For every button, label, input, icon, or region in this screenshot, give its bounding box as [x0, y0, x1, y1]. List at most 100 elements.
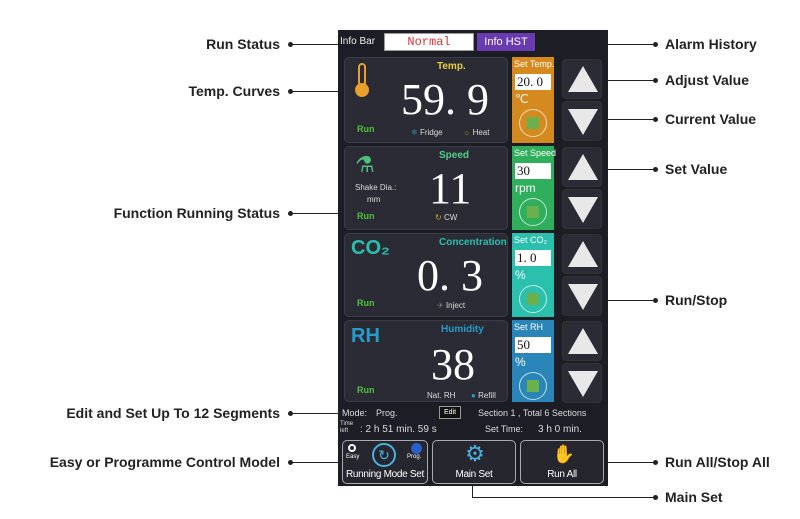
main-set-button[interactable]: ⚙ Main Set [432, 440, 516, 484]
speed-run-stop-button[interactable] [519, 198, 547, 226]
heat-indicator: ☼ Heat [463, 128, 490, 137]
set-time-label: Set Time: [485, 424, 524, 434]
annotation-main-set: Main Set [665, 489, 723, 505]
annotation-alarm-history: Alarm History [665, 36, 757, 52]
set-temp-label: Set Temp. [514, 59, 555, 69]
section-info: Section 1 , Total 6 Sections [478, 408, 587, 418]
set-speed-label: Set Speed [514, 148, 557, 158]
annotation-run-status: Run Status [206, 36, 280, 52]
temp-current-value: 59. 9 [401, 75, 489, 124]
rh-run-status: Run [357, 385, 375, 395]
shake-dia-unit: mm [367, 195, 381, 204]
speed-setter: Set Speed 30 rpm [512, 146, 557, 230]
rh-icon: RH [351, 325, 380, 347]
speed-current-value: 11 [429, 164, 472, 213]
leader-line [575, 80, 655, 81]
set-rh-input[interactable]: 50 [515, 337, 551, 353]
run-all-button[interactable]: ✋ Run All [520, 440, 604, 484]
temp-run-status: Run [357, 124, 375, 134]
leader-line [600, 462, 655, 463]
temp-up-button[interactable] [562, 59, 602, 99]
prog-radio-icon[interactable] [411, 443, 422, 454]
annotation-adjust-value: Adjust Value [665, 72, 750, 88]
speed-card[interactable]: ⚗ Shake Dia.: mm Speed 11 Run ↻ CW [344, 146, 508, 230]
rh-card[interactable]: RH Humidity 38 Run Nat. RH ● Refill [344, 320, 508, 402]
info-bar-label: Info Bar [340, 36, 376, 47]
speed-unit: rpm [515, 181, 536, 195]
set-temp-input[interactable]: 20. 0 [515, 74, 551, 90]
time-left-value: : 2 h 51 min. 59 s [360, 424, 437, 435]
leader-line [290, 213, 365, 214]
annotation-run-stop: Run/Stop [665, 292, 728, 308]
leader-line [472, 497, 655, 498]
prog-label: Prog. [407, 454, 422, 460]
co2-run-stop-button[interactable] [519, 285, 547, 313]
annotation-current-value: Current Value [665, 111, 757, 127]
control-panel: Info Bar Normal Info HST Temp. 59. 9 Run… [338, 30, 608, 486]
set-co2-label: Set CO₂ [514, 235, 548, 245]
co2-setter: Set CO₂ 1. 0 % [512, 233, 554, 317]
info-hst-button[interactable]: Info HST [477, 33, 535, 51]
co2-unit: % [515, 268, 526, 282]
leader-line [472, 484, 473, 497]
temp-down-button[interactable] [562, 101, 602, 141]
clock-icon: ↻ [372, 443, 396, 467]
co2-up-button[interactable] [562, 234, 602, 274]
rh-down-button[interactable] [562, 363, 602, 403]
mode-value: Prog. [376, 408, 398, 418]
mode-label: Mode: [342, 408, 368, 418]
speed-up-button[interactable] [562, 147, 602, 187]
inject-icon: ✈ [437, 301, 444, 310]
rh-title: Humidity [441, 324, 484, 335]
direction-indicator: ↻ CW [435, 213, 458, 222]
snowflake-icon: ❄ [411, 128, 418, 137]
co2-current-value: 0. 3 [417, 251, 483, 300]
fridge-indicator: ❄ Fridge [411, 128, 443, 137]
annotation-temp-curves: Temp. Curves [188, 83, 280, 99]
temp-unit: ℃ [515, 92, 529, 106]
inject-indicator: ✈ Inject [437, 301, 466, 310]
co2-icon: CO₂ [351, 237, 390, 259]
annotation-run-all: Run All/Stop All [665, 454, 770, 470]
running-mode-set-button[interactable]: Easy ↻ Prog. Running Mode Set [342, 440, 428, 484]
easy-label: Easy [346, 454, 360, 460]
rh-current-value: 38 [431, 340, 475, 389]
speed-run-status: Run [357, 211, 375, 221]
leader-line [290, 91, 365, 92]
set-speed-input[interactable]: 30 [515, 163, 551, 179]
speed-title: Speed [439, 150, 470, 161]
easy-radio-icon[interactable] [348, 444, 356, 452]
temp-title: Temp. [437, 61, 466, 72]
sun-icon: ☼ [463, 128, 471, 137]
co2-card[interactable]: CO₂ Concentration 0. 3 Run ✈ Inject [344, 233, 508, 317]
refill-indicator: ● Refill [471, 391, 496, 400]
annotation-control-model: Easy or Programme Control Model [49, 454, 280, 470]
speed-down-button[interactable] [562, 189, 602, 229]
temp-run-stop-button[interactable] [519, 109, 547, 137]
co2-run-status: Run [357, 298, 375, 308]
annotation-set-value: Set Value [665, 161, 728, 177]
rh-setter: Set RH 50 % [512, 320, 554, 402]
main-set-label: Main Set [455, 469, 493, 480]
running-mode-label: Running Mode Set [345, 469, 425, 480]
rh-up-button[interactable] [562, 321, 602, 361]
annotation-edit-segments: Edit and Set Up To 12 Segments [66, 405, 280, 421]
rh-unit: % [515, 355, 526, 369]
hand-icon: ✋ [552, 444, 576, 464]
flask-icon: ⚗ [355, 152, 375, 177]
temp-setter: Set Temp. 20. 0 ℃ [512, 57, 554, 143]
set-rh-label: Set RH [514, 322, 544, 332]
nat-rh-label: Nat. RH [427, 391, 456, 400]
run-all-label: Run All [547, 469, 577, 480]
set-co2-input[interactable]: 1. 0 [515, 250, 551, 266]
leader-line [290, 462, 345, 463]
leader-line [290, 44, 380, 45]
rh-run-stop-button[interactable] [519, 372, 547, 400]
water-drop-icon: ● [471, 391, 476, 400]
co2-down-button[interactable] [562, 276, 602, 316]
temp-card[interactable]: Temp. 59. 9 Run ❄ Fridge ☼ Heat [344, 57, 508, 143]
shake-dia-label: Shake Dia.: [355, 183, 397, 192]
annotation-function-running-status: Function Running Status [113, 205, 280, 221]
run-status-field: Normal [384, 33, 474, 51]
edit-button[interactable]: Edit [439, 406, 461, 419]
